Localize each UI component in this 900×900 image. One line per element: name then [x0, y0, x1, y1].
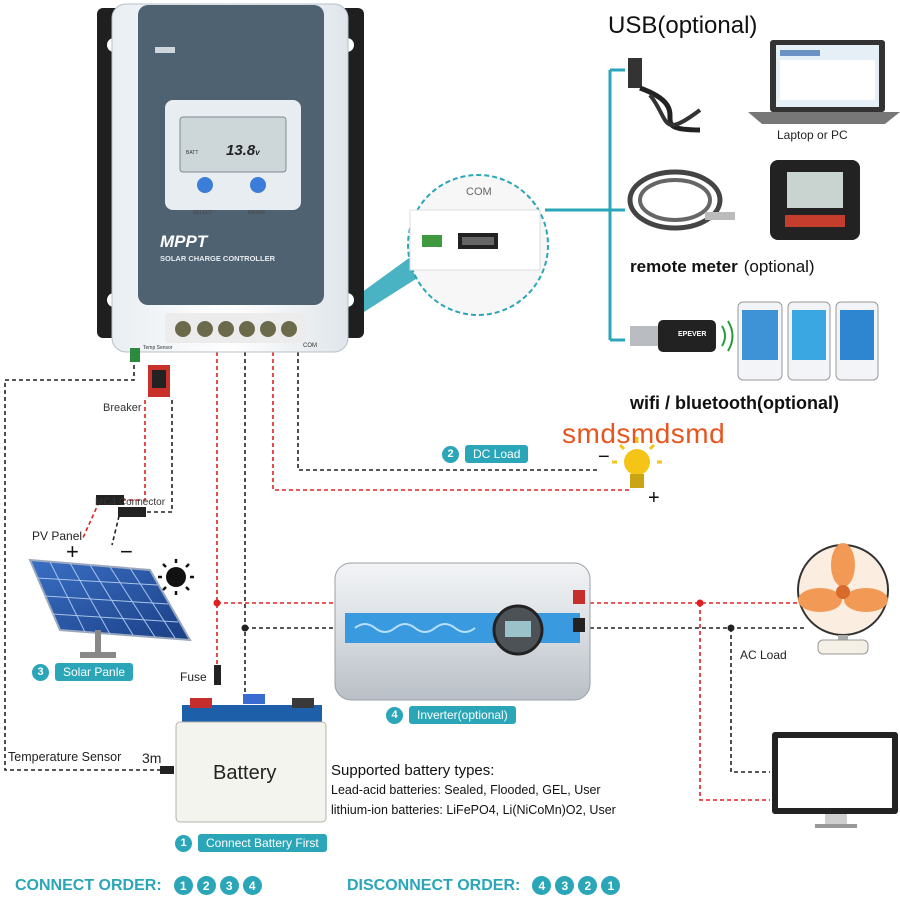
dc-load-number: 2	[442, 445, 459, 463]
remote-meter-optional: (optional)	[743, 257, 815, 276]
lcd-value: 13.8v	[226, 142, 260, 159]
monitor-icon	[772, 732, 898, 828]
terminals	[175, 321, 297, 337]
connect-order-label: CONNECT ORDER:	[15, 876, 162, 894]
disconnect-step-4: 1	[601, 876, 621, 895]
sun-icon	[158, 559, 194, 595]
dc-load-plus: +	[648, 487, 660, 509]
fan-icon	[797, 543, 889, 655]
connect-step-1: 1	[173, 876, 193, 895]
fuse-label: Fuse	[180, 670, 207, 684]
breaker-label: Breaker	[103, 402, 142, 414]
pv-red-wire-1	[81, 400, 146, 541]
temperature-sensor-label: Temperature Sensor	[8, 750, 122, 764]
wifi-dongle-icon	[630, 320, 734, 352]
remote-meter-label: remote meter (optional)	[630, 257, 815, 277]
battery-icon	[175, 694, 327, 823]
pv-minus: −	[120, 539, 133, 564]
temp-sensor-plug	[160, 766, 174, 774]
wifi-label: wifi / bluetooth(optional)	[630, 393, 839, 413]
usb-title: USB(optional)	[608, 12, 758, 39]
inverter-icon	[334, 562, 591, 701]
connect-step-2: 2	[196, 876, 216, 895]
usb-cable-icon	[628, 58, 702, 133]
breaker-icon	[148, 365, 170, 397]
pv-plus: +	[66, 539, 79, 564]
laptop-label: Laptop or PC	[777, 128, 848, 142]
remote-meter-text: remote meter	[630, 257, 738, 276]
inverter-label: Inverter(optional)	[409, 706, 516, 724]
dc-load-label: DC Load	[465, 445, 529, 463]
bulb-icon	[612, 437, 662, 488]
ac-red-down	[699, 603, 770, 801]
battery-step-label: Connect Battery First	[198, 834, 327, 852]
supported-title: Supported battery types:	[331, 762, 495, 779]
pv-negative-wire	[4, 365, 170, 771]
battery-step: 1 Connect Battery First	[175, 834, 327, 852]
temp-sensor-label: Temp Sensor	[143, 345, 173, 351]
wire-dots	[213, 599, 735, 632]
supported-line1: Lead-acid batteries: Sealed, Flooded, GE…	[331, 783, 601, 797]
disconnect-step-2: 3	[555, 876, 575, 895]
battery-step-number: 1	[175, 834, 192, 852]
laptop-icon	[748, 40, 900, 124]
ac-black-down	[730, 628, 770, 773]
controller-com-label: COM	[303, 343, 317, 349]
battery-label: Battery	[213, 762, 277, 784]
dc-load-minus: −	[598, 446, 610, 468]
accessory-bracket	[545, 70, 612, 340]
connect-step-3: 3	[219, 876, 239, 895]
solar-step: 3 Solar Panle	[32, 663, 134, 681]
remote-meter-icon	[770, 160, 860, 240]
disconnect-step-1: 4	[532, 876, 552, 895]
lcd-value-number: 13.8	[226, 142, 256, 159]
solar-number: 3	[32, 663, 49, 681]
pv-black-wire-1	[111, 400, 173, 546]
solar-label: Solar Panle	[55, 663, 134, 681]
disconnect-order-label: DISCONNECT ORDER:	[347, 876, 521, 894]
connect-order: CONNECT ORDER: 1 2 3 4	[15, 876, 266, 895]
controller-brand: MPPT	[160, 232, 208, 251]
inverter-number: 4	[386, 706, 403, 724]
lcd-batt-label: BATT	[186, 150, 199, 156]
ac-load-label: AC Load	[740, 648, 787, 662]
disconnect-step-3: 2	[578, 876, 598, 895]
charge-controller	[97, 3, 364, 362]
disconnect-order: DISCONNECT ORDER: 4 3 2 1	[347, 876, 624, 895]
controller-subtitle: SOLAR CHARGE CONTROLLER	[160, 254, 275, 263]
remote-cable-icon	[627, 169, 735, 231]
fuse-icon	[214, 665, 221, 685]
pv-panel-label: PV Panel	[32, 529, 83, 543]
lcd-unit: v	[255, 148, 260, 157]
mc4-connector-icon	[96, 495, 146, 517]
select-button-label: SELECT	[193, 210, 213, 216]
pv-panel-icon	[28, 558, 192, 658]
com-zoom-circle	[407, 174, 549, 316]
enter-button-label: ENTER	[248, 210, 265, 216]
mc4-label: MC4 Connector	[95, 497, 166, 508]
watermark: smdsmdsmd	[562, 418, 726, 449]
com-zoom-label: COM	[466, 186, 492, 198]
dc-load-step: 2 DC Load	[442, 445, 529, 463]
phone-apps-icons	[737, 301, 879, 381]
supported-line2: lithium-ion batteries: LiFePO4, Li(NiCoM…	[331, 803, 616, 817]
temperature-sensor-length: 3m	[142, 750, 162, 766]
wifi-brand: EPEVER	[678, 331, 707, 338]
connect-step-4: 4	[242, 876, 262, 895]
inverter-step: 4 Inverter(optional)	[386, 706, 516, 724]
